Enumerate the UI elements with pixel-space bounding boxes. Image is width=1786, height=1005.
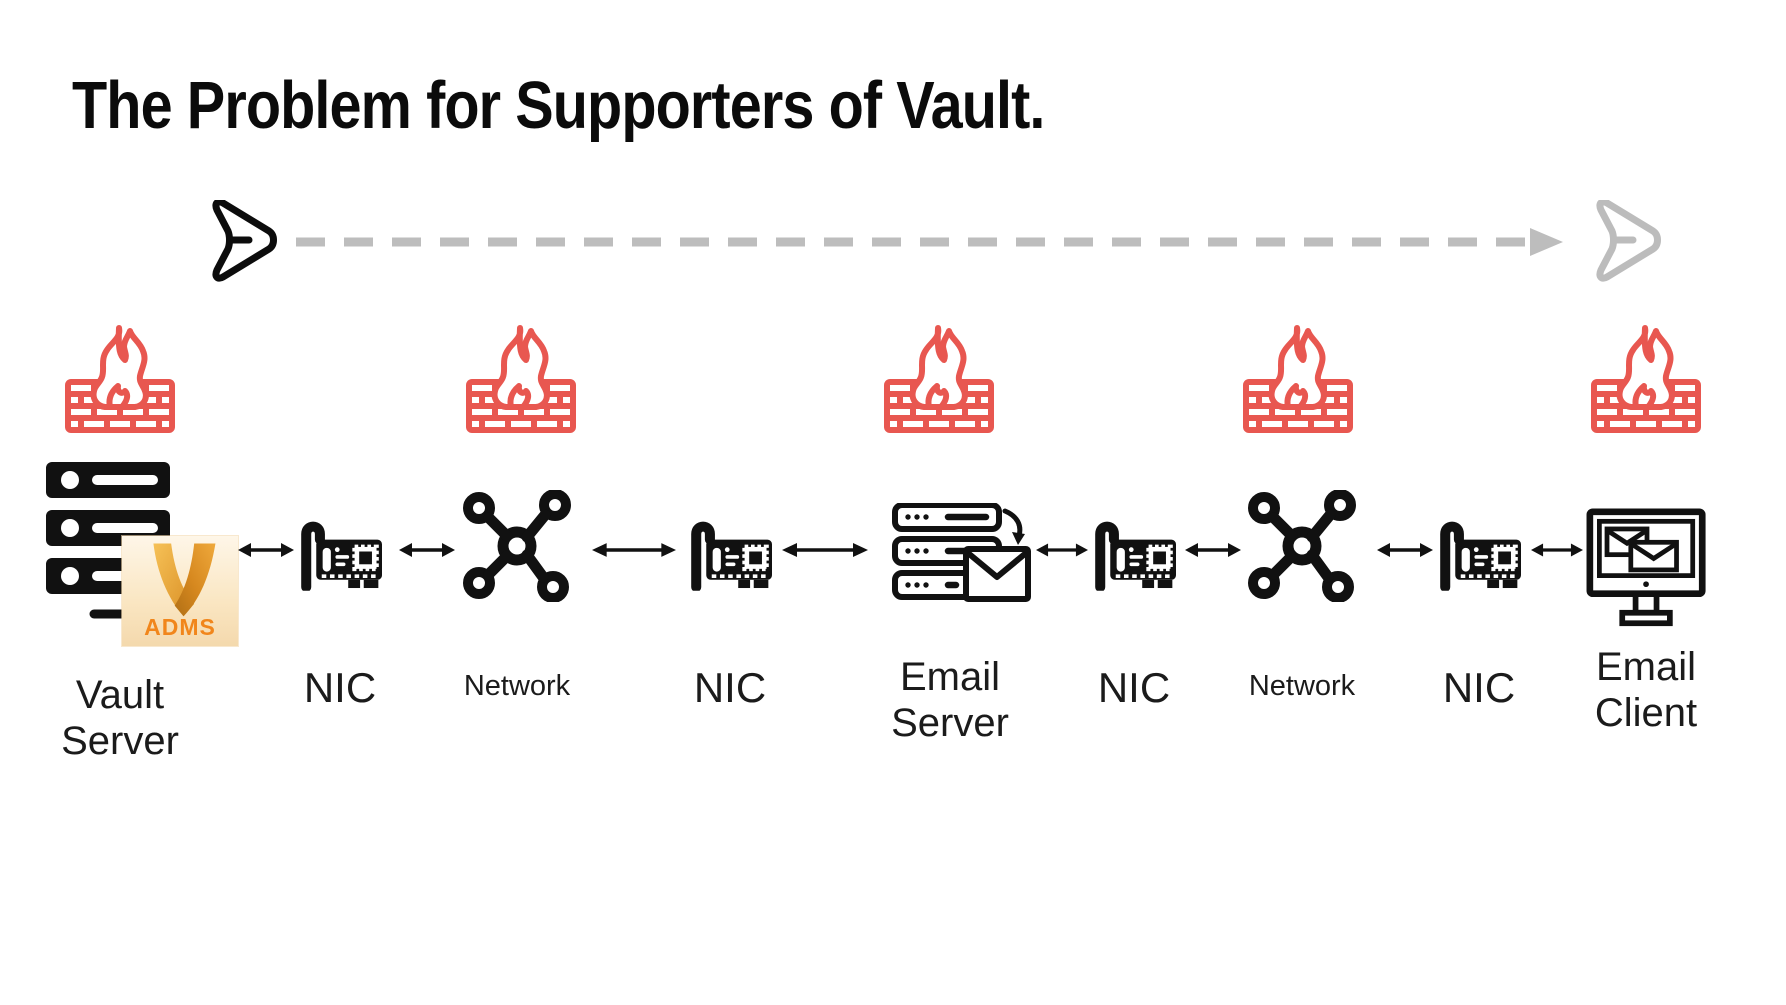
bidirectional-arrow-icon [398,540,456,560]
firewall-icon [1242,322,1354,434]
vault-v-logo-icon [153,543,216,617]
firewall-icon [883,322,995,434]
node-label-nic-4: NIC [1442,664,1516,711]
adms-badge-label: ADMS [144,614,216,640]
bidirectional-arrow-icon [782,540,868,560]
bidirectional-arrow-icon [1377,540,1433,560]
nic-icon [1437,512,1521,591]
node-label-nic-3: NIC [1097,664,1171,711]
bidirectional-arrow-icon [1036,540,1088,560]
nic-icon [298,512,382,591]
node-label-network-2: Network [1248,670,1356,702]
node-label-network-1: Network [463,670,571,702]
send-plane-icon [216,202,274,278]
email-client-icon [1586,508,1706,627]
arrowhead-icon [1530,228,1563,256]
node-label-nic-2: NIC [693,664,767,711]
dashed-flow-arrow [200,196,1670,288]
network-icon [461,490,573,602]
node-label-nic-1: NIC [303,664,377,711]
node-label-email-server: Email Server [891,655,1009,746]
vault-adms-badge: ADMS [122,536,238,646]
email-server-icon [892,503,1031,602]
node-label-email-client: Email Client [1594,645,1698,736]
nic-icon [1092,512,1176,591]
nic-icon [688,512,772,591]
send-plane-icon [1600,202,1658,278]
bidirectional-arrow-icon [238,540,294,560]
network-icon [1246,490,1358,602]
node-label-vault-server: Vault Server [61,673,179,764]
bidirectional-arrow-icon [1531,540,1583,560]
bidirectional-arrow-icon [1185,540,1241,560]
firewall-icon [1590,322,1702,434]
page-title: The Problem for Supporters of Vault. [72,67,1045,143]
bidirectional-arrow-icon [592,540,676,560]
firewall-icon [64,322,176,434]
firewall-icon [465,322,577,434]
